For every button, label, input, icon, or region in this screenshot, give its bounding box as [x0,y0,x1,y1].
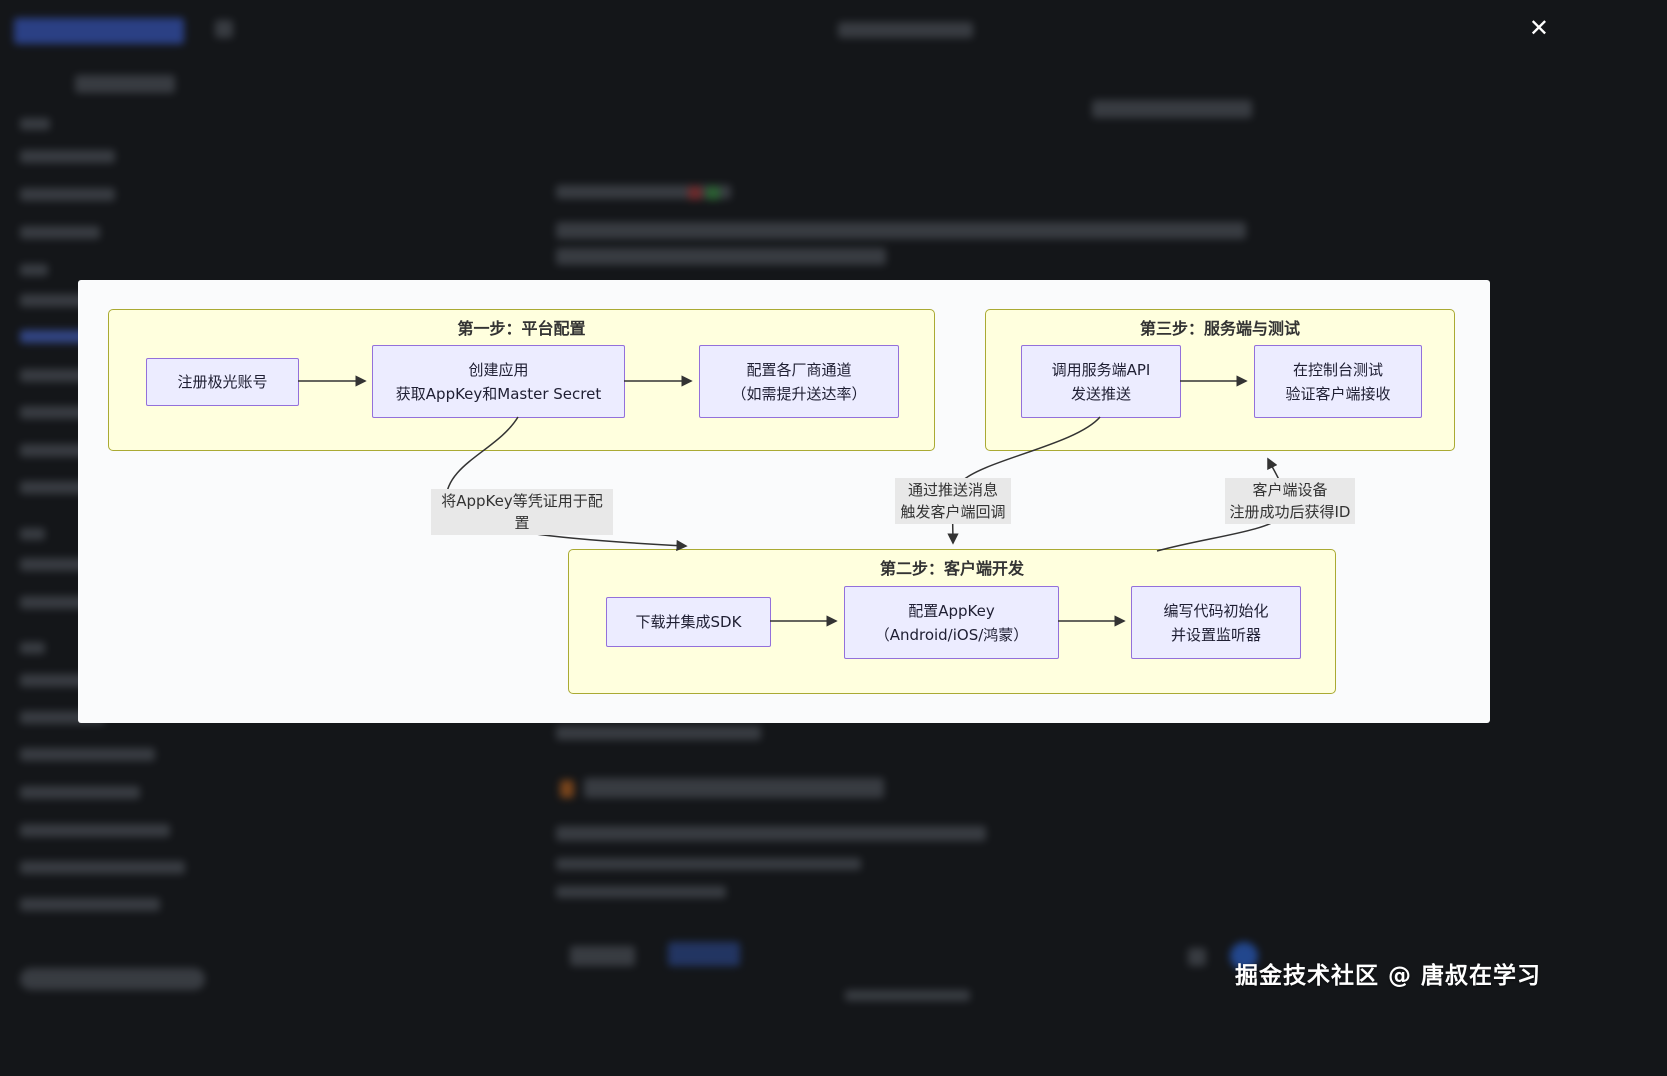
blurred-sidebar-item [20,861,185,874]
node-text: 配置各厂商通道 [746,360,852,379]
group-step1-title: 第一步：平台配置 [457,319,586,338]
blurred-paragraph-line [556,248,886,265]
group-step2-title: 第二步：客户端开发 [879,559,1024,578]
blurred-sidebar-item [20,226,100,239]
blurred-sidebar-item [20,786,140,799]
node-configure-vendor-channels: 配置各厂商通道 （如需提升送达率） [699,345,899,418]
blurred-sidebar-item [20,528,45,540]
edge-label-push-callback: 通过推送消息 触发客户端回调 [895,478,1011,524]
node-text: （如需提升送达率） [731,384,867,403]
blurred-pagination [845,990,970,1001]
watermark-text: 掘金技术社区 @ 唐叔在学习 [1234,963,1541,989]
close-icon[interactable]: ✕ [1528,14,1549,42]
blurred-badge-green [706,186,720,200]
blurred-paragraph-line [556,222,1246,239]
group-step3-server-test: 第三步：服务端与测试 调用服务端API 发送推送 在控制台测试 验证客户端接收 [985,309,1455,451]
edge-label-appkey-config: 将AppKey等凭证用于配置 [431,489,613,535]
blurred-right-link [1092,100,1252,118]
node-create-app-get-appkey: 创建应用 获取AppKey和Master Secret [372,345,625,418]
edge-label-text: 将AppKey等凭证用于配置 [441,492,603,532]
node-download-integrate-sdk: 下载并集成SDK [606,597,771,647]
blurred-collapse-icon [215,20,233,38]
node-console-test-verify: 在控制台测试 验证客户端接收 [1254,345,1422,418]
blurred-sidebar-item [20,188,115,201]
edge-label-device-register-id: 客户端设备 注册成功后获得ID [1225,478,1355,524]
group-step3-title: 第三步：服务端与测试 [1139,319,1300,338]
blurred-page-title [838,22,973,38]
blurred-paragraph-line [556,726,761,740]
blurred-sidebar-item [20,642,45,654]
node-text: 调用服务端API [1051,360,1151,379]
blurred-sidebar-search [20,968,205,990]
node-write-init-code: 编写代码初始化 并设置监听器 [1131,586,1301,659]
blurred-sidebar-item [20,824,170,837]
blurred-toolbar-round-button [1230,942,1258,970]
blurred-sidebar-item [20,150,115,163]
blurred-toolbar-icon [1188,948,1206,966]
blurred-paragraph-line [556,886,726,898]
blurred-paragraph-line [556,858,861,870]
blurred-sidebar-item [20,898,160,911]
edge-label-text: 注册成功后获得ID [1229,503,1351,521]
node-configure-appkey: 配置AppKey （Android/iOS/鸿蒙） [844,586,1059,659]
blurred-sidebar-item [20,264,48,276]
blurred-paragraph-line [556,826,986,841]
node-text: 在控制台测试 [1292,360,1383,379]
blurred-heading [584,778,884,798]
node-text: 创建应用 [468,360,529,379]
group-step2-client-dev: 第二步：客户端开发 下载并集成SDK 配置AppKey （Android/iOS… [568,549,1336,694]
node-text: 获取AppKey和Master Secret [395,384,602,403]
node-text: 编写代码初始化 [1163,601,1269,620]
blurred-action-button [570,946,635,966]
node-text: （Android/iOS/鸿蒙） [874,625,1029,644]
node-text: 注册极光账号 [177,373,268,391]
blurred-sidebar-item [20,118,50,130]
node-text: 并设置监听器 [1170,625,1261,644]
node-text: 验证客户端接收 [1285,384,1391,403]
blurred-article-meta [556,185,731,199]
blurred-badge-red [688,186,702,200]
node-text: 下载并集成SDK [635,613,742,631]
edge-label-text: 触发客户端回调 [900,503,1006,521]
blurred-heading-icon [560,780,574,798]
node-register-jpush-account: 注册极光账号 [146,358,299,406]
flowchart-panel: 第一步：平台配置 注册极光账号 创建应用 获取AppKey和Master Sec… [78,280,1490,723]
node-call-server-api: 调用服务端API 发送推送 [1021,345,1181,418]
node-text: 发送推送 [1070,384,1131,403]
edge-label-text: 客户端设备 [1252,481,1328,499]
edge-label-text: 通过推送消息 [907,481,998,499]
blurred-action-button-primary [668,942,740,966]
blurred-site-logo [14,18,184,44]
blurred-sidebar-header [75,75,175,93]
node-text: 配置AppKey [908,601,995,620]
blurred-sidebar-item [20,748,155,761]
group-step1-platform-config: 第一步：平台配置 注册极光账号 创建应用 获取AppKey和Master Sec… [108,309,935,451]
